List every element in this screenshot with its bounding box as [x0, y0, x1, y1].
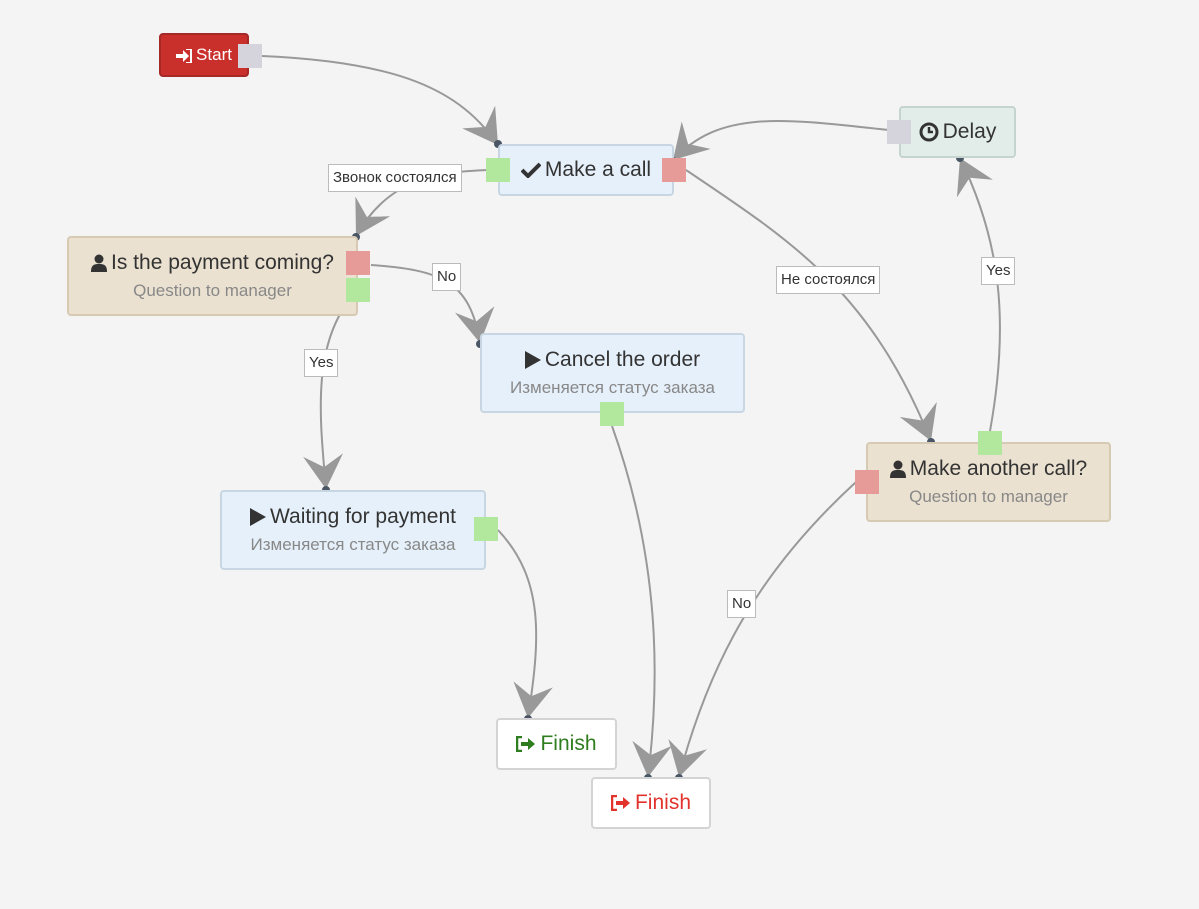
check-icon: [520, 162, 541, 179]
cancel-order-label: Cancel the order: [544, 348, 701, 371]
sign-out-icon: [610, 795, 631, 812]
clock-icon: [919, 122, 939, 142]
waiting-payment-output-port[interactable]: [474, 517, 498, 541]
finish-success-node[interactable]: Finish: [496, 718, 617, 770]
edge-waiting-to-finish-success[interactable]: [497, 529, 553, 719]
waiting-payment-subtitle: Изменяется статус заказа: [250, 535, 456, 554]
finish-fail-node[interactable]: Finish: [591, 777, 711, 829]
start-output-port[interactable]: [238, 44, 262, 68]
play-icon: [524, 351, 541, 370]
waiting-payment-node[interactable]: Waiting for payment Изменяется статус за…: [220, 490, 486, 570]
sign-in-icon: [176, 48, 193, 63]
cancel-order-subtitle: Изменяется статус заказа: [510, 378, 715, 397]
make-call-success-port[interactable]: [486, 158, 510, 182]
payment-no-port[interactable]: [346, 251, 370, 275]
edge-delay-to-call[interactable]: [672, 120, 889, 161]
edge-another-no-to-finish-fail[interactable]: [668, 481, 857, 778]
edge-label-another-no[interactable]: No: [727, 590, 757, 618]
sign-out-icon: [516, 736, 536, 753]
make-call-label: Make a call: [544, 158, 652, 181]
another-call-no-port[interactable]: [855, 470, 879, 494]
edge-label-another-yes[interactable]: Yes: [981, 257, 1016, 285]
another-call-label: Make another call?: [909, 457, 1088, 480]
payment-question-label: Is the payment coming?: [111, 251, 334, 274]
payment-question-subtitle: Question to manager: [133, 281, 292, 300]
cancel-order-output-port[interactable]: [600, 402, 624, 426]
cancel-order-node[interactable]: Cancel the order Изменяется статус заказ…: [480, 333, 745, 413]
edge-label-call-failed[interactable]: Не состоялся: [776, 266, 881, 294]
delay-node[interactable]: Delay: [899, 106, 1016, 158]
user-icon: [889, 460, 906, 479]
start-node[interactable]: Start: [159, 33, 249, 77]
user-icon: [91, 254, 108, 273]
payment-yes-port[interactable]: [346, 278, 370, 302]
edge-label-payment-no[interactable]: No: [432, 263, 462, 291]
make-call-failure-port[interactable]: [662, 158, 686, 182]
start-label: Start: [196, 45, 232, 64]
another-call-subtitle: Question to manager: [909, 487, 1068, 506]
edge-payment-yes-to-waiting[interactable]: [303, 290, 358, 490]
payment-question-node[interactable]: Is the payment coming? Question to manag…: [67, 236, 358, 316]
delay-label: Delay: [942, 120, 997, 143]
finish-success-label: Finish: [540, 732, 597, 755]
make-call-node[interactable]: Make a call: [498, 144, 674, 196]
waiting-payment-label: Waiting for payment: [270, 505, 456, 528]
edge-payment-no-to-cancel[interactable]: [370, 264, 495, 344]
another-call-yes-port[interactable]: [978, 431, 1002, 455]
edge-start-to-call[interactable]: [261, 55, 499, 146]
delay-output-port[interactable]: [887, 120, 911, 144]
edge-another-call-yes-to-delay[interactable]: [956, 157, 1001, 432]
play-icon: [250, 508, 267, 527]
edge-label-call-success[interactable]: Звонок состоялся: [328, 164, 462, 192]
finish-fail-label: Finish: [634, 791, 692, 814]
edge-label-payment-yes[interactable]: Yes: [304, 349, 339, 377]
edge-cancel-to-finish-fail[interactable]: [611, 425, 673, 778]
another-call-node[interactable]: Make another call? Question to manager: [866, 442, 1111, 522]
